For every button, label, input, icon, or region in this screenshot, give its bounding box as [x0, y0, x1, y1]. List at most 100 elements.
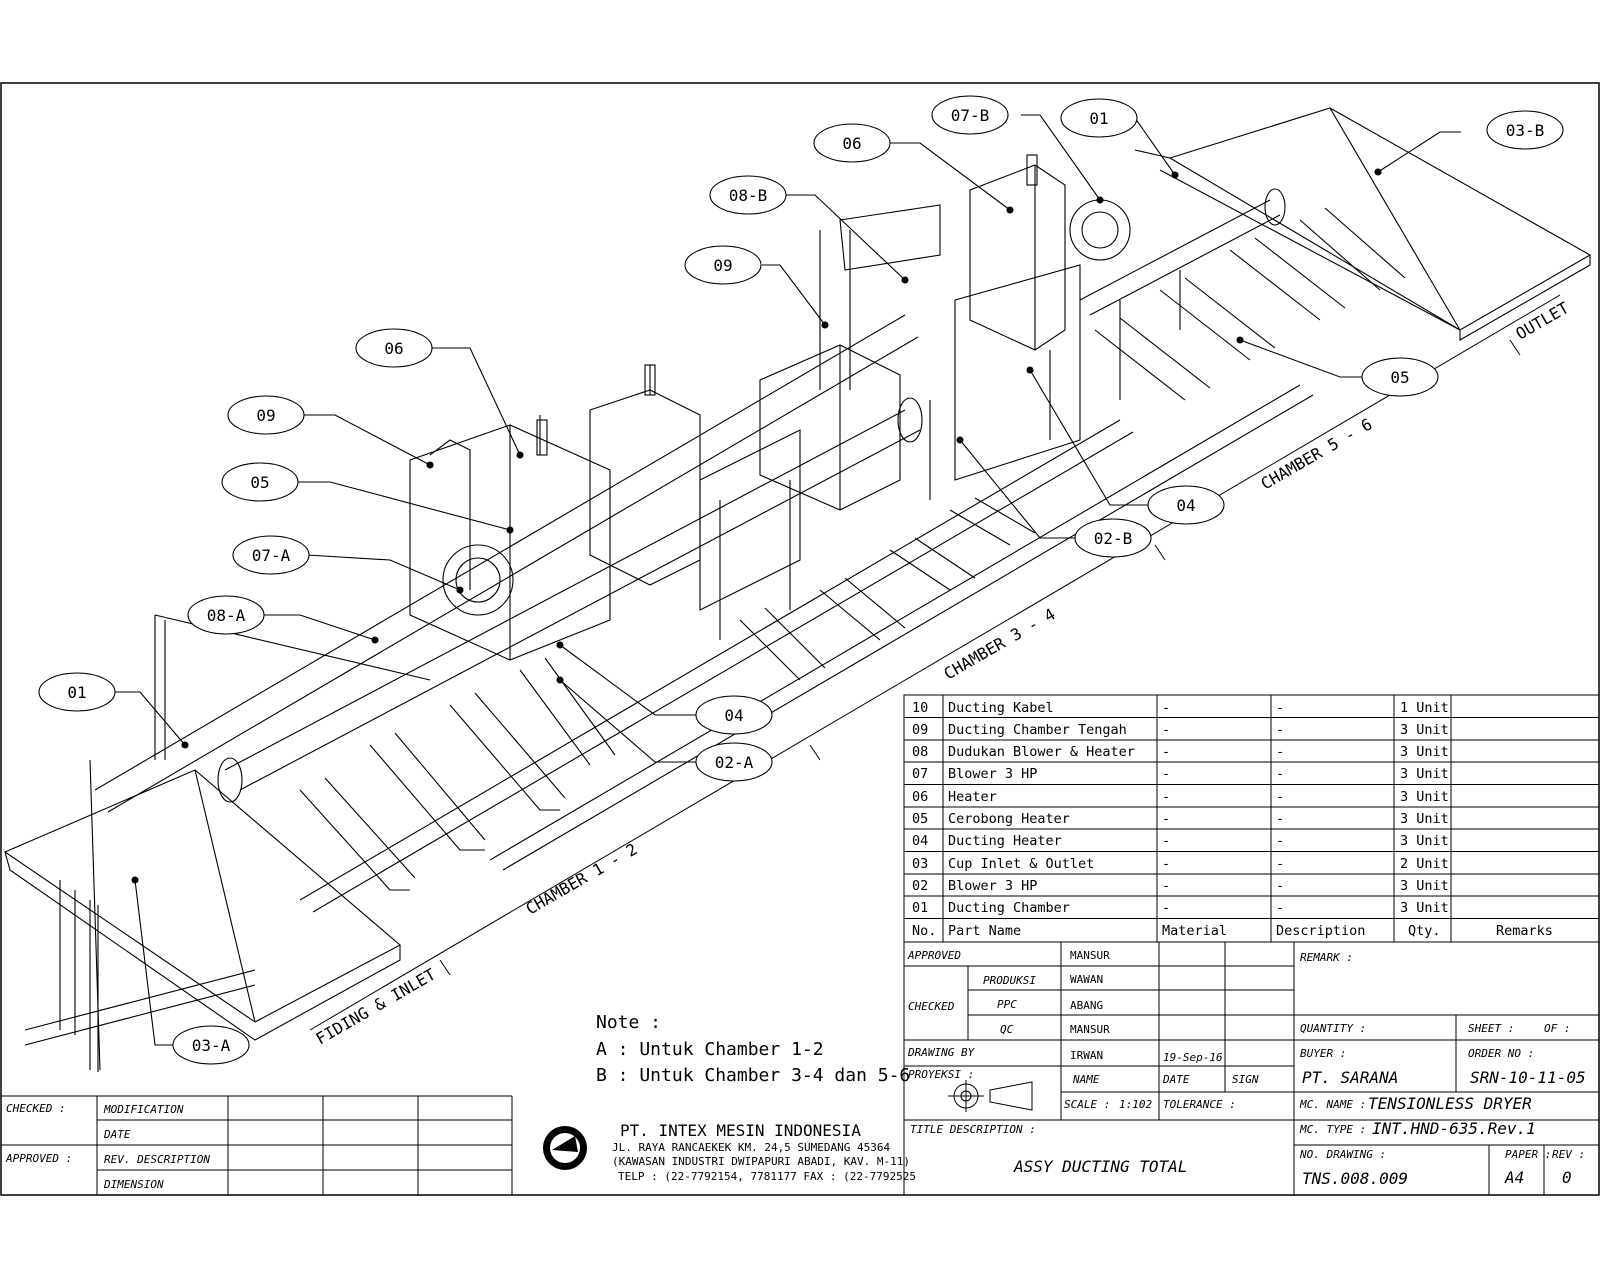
title-block: APPROVED CHECKED PRODUKSI PPC QC DRAWING… — [903, 941, 1600, 1196]
ppc-label: PPC — [997, 998, 1017, 1011]
sheet-border — [0, 82, 1600, 1196]
company-block: PT. INTEX MESIN INDONESIA JL. RAYA RANCA… — [543, 1121, 916, 1183]
company-logo — [543, 1126, 587, 1170]
part-name: Ducting Chamber — [948, 900, 1070, 916]
mc-name-value: TENSIONLESS DRYER — [1368, 1094, 1532, 1113]
part-name: Ducting Kabel — [948, 700, 1054, 716]
scale-value: 1:102 — [1119, 1098, 1152, 1111]
part-no: 03 — [912, 856, 928, 872]
ppc-name: ABANG — [1070, 999, 1103, 1012]
part-qty: 3 Unit — [1400, 722, 1449, 738]
buyer-label: BUYER : — [1300, 1047, 1346, 1060]
drawing-by-name: IRWAN — [1070, 1049, 1103, 1062]
balloon-04-left — [695, 695, 773, 735]
balloon-label: 05 — [1390, 368, 1409, 387]
balloon-label: 03-B — [1506, 121, 1545, 140]
part-name: Cerobong Heater — [948, 811, 1070, 827]
balloon-09-mid — [684, 245, 762, 285]
part-qty: 3 Unit — [1400, 811, 1449, 827]
balloon-05-right — [1361, 357, 1439, 397]
part-qty: 3 Unit — [1400, 900, 1449, 916]
parts-header-material: Material — [1162, 923, 1227, 939]
proyeksi-label: PROYEKSI : — [908, 1068, 974, 1081]
part-material: - — [1162, 878, 1170, 894]
part-material: - — [1162, 789, 1170, 805]
part-description: - — [1276, 811, 1284, 827]
revision-block: CHECKED : APPROVED : MODIFICATION DATE R… — [1, 1095, 513, 1195]
qc-label: QC — [1000, 1023, 1014, 1036]
part-description: - — [1276, 856, 1284, 872]
part-qty: 3 Unit — [1400, 744, 1449, 760]
balloon-03b — [1486, 110, 1564, 150]
mc-type-label: MC. TYPE : — [1299, 1123, 1366, 1136]
company-name: PT. INTEX MESIN INDONESIA — [620, 1121, 861, 1140]
tolerance-label: TOLERANCE : — [1163, 1098, 1236, 1111]
rev-date-label: DATE — [103, 1128, 131, 1141]
part-description: - — [1276, 789, 1284, 805]
balloon-02b — [1074, 518, 1152, 558]
part-description: - — [1276, 766, 1284, 782]
balloon-07b — [931, 95, 1009, 135]
approved-label: APPROVED — [907, 949, 961, 962]
balloon-07a — [232, 535, 310, 575]
balloon-label: 08-B — [729, 186, 768, 205]
produksi-label: PRODUKSI — [983, 974, 1036, 987]
parts-header-qty: Qty. — [1408, 923, 1441, 939]
rev-description-label: REV. DESCRIPTION — [104, 1153, 210, 1166]
part-material: - — [1162, 856, 1170, 872]
note-title: Note : — [596, 1012, 661, 1033]
zone-label-chamber-5-6: CHAMBER 5 - 6 — [1258, 414, 1376, 493]
balloon-06-left — [355, 328, 433, 368]
company-address-1: JL. RAYA RANCAEKEK KM. 24,5 SUMEDANG 453… — [612, 1141, 891, 1154]
quantity-label: QUANTITY : — [1300, 1022, 1366, 1035]
balloon-label: 01 — [1089, 109, 1108, 128]
part-qty: 3 Unit — [1400, 833, 1449, 849]
part-no: 06 — [912, 789, 928, 805]
part-description: - — [1276, 700, 1284, 716]
parts-header-remarks: Remarks — [1496, 923, 1553, 939]
of-label: OF : — [1544, 1022, 1571, 1035]
dimension-label: DIMENSION — [103, 1178, 164, 1191]
date-column-label: DATE — [1162, 1073, 1190, 1086]
balloon-08b — [709, 175, 787, 215]
balloon-label: 03-A — [192, 1036, 231, 1055]
balloon-08a — [187, 595, 265, 635]
balloon-label: 04 — [1176, 496, 1195, 515]
sheet-label: SHEET : — [1468, 1022, 1514, 1035]
balloon-label: 08-A — [207, 606, 246, 625]
part-no: 09 — [912, 722, 928, 738]
buyer-value: PT. SARANA — [1302, 1068, 1398, 1087]
inlet-hood — [3, 769, 401, 1041]
part-name: Ducting Heater — [948, 833, 1062, 849]
part-no: 05 — [912, 811, 928, 827]
parts-header-no: No. — [912, 923, 936, 939]
balloon-label: 05 — [250, 473, 269, 492]
zone-labels: FIDING & INLET CHAMBER 1 - 2 CHAMBER 3 -… — [313, 298, 1573, 1049]
remark-label: REMARK : — [1300, 951, 1353, 964]
part-description: - — [1276, 878, 1284, 894]
part-material: - — [1162, 700, 1170, 716]
mc-type-value: INT.HND-635.Rev.1 — [1372, 1119, 1536, 1138]
checked-label: CHECKED — [908, 1000, 955, 1013]
balloon-label: 02-A — [715, 753, 754, 772]
balloon-label: 07-A — [252, 546, 291, 565]
parts-header-description: Description — [1276, 923, 1365, 939]
part-material: - — [1162, 722, 1170, 738]
balloon-09-left — [227, 395, 305, 435]
outlet-hood — [1168, 107, 1592, 341]
balloon-label: 09 — [256, 406, 275, 425]
dimension-lines — [309, 294, 1561, 1031]
drawing-date: 19-Sep-16 — [1163, 1051, 1223, 1064]
qc-name: MANSUR — [1070, 1023, 1110, 1036]
balloon-labels: 01 08-A 07-A 05 09 06 09 08-B 06 07-B 01… — [67, 106, 1544, 1055]
balloon-01-left — [38, 672, 116, 712]
part-no: 02 — [912, 878, 928, 894]
rev-approved-label: APPROVED : — [5, 1152, 72, 1165]
part-material: - — [1162, 811, 1170, 827]
part-no: 04 — [912, 833, 928, 849]
part-qty: 3 Unit — [1400, 789, 1449, 805]
zone-label-inlet: FIDING & INLET — [313, 964, 440, 1048]
part-description: - — [1276, 900, 1284, 916]
mc-name-label: MC. NAME : — [1299, 1098, 1366, 1111]
